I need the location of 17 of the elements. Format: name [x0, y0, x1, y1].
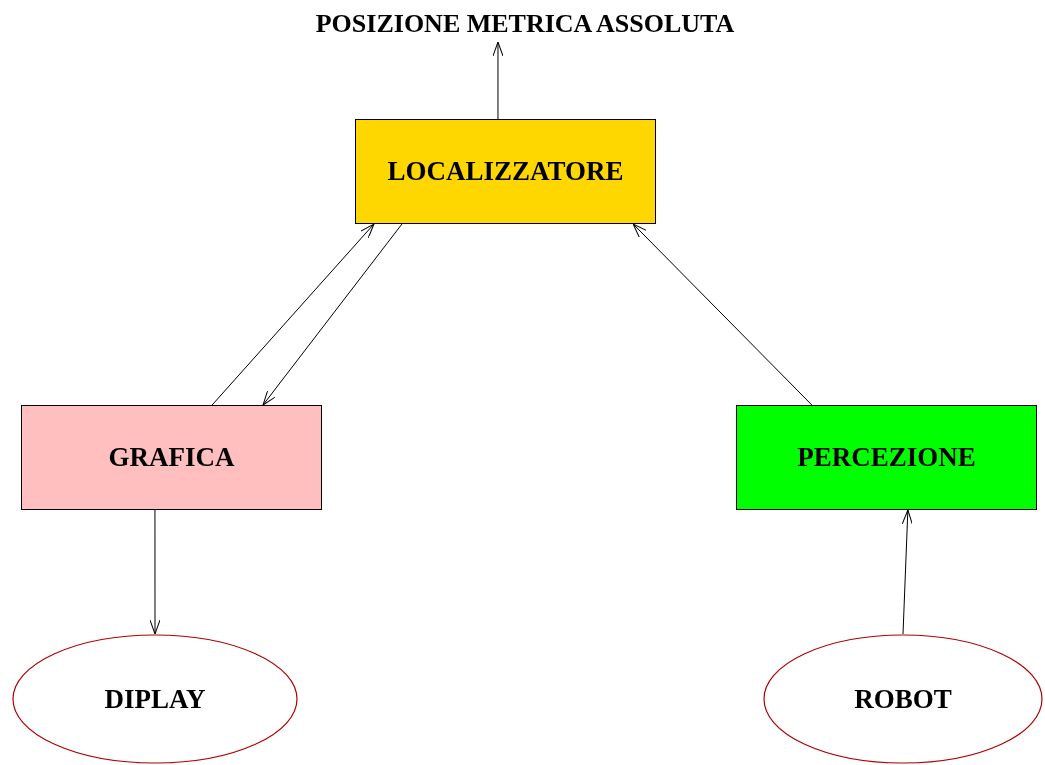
- process-box: [736, 405, 1037, 510]
- process-box: [355, 119, 656, 224]
- arrow: [211, 223, 375, 406]
- arrow: [262, 223, 403, 406]
- node-label: LOCALIZZATORE: [387, 156, 624, 187]
- output-label: POSIZIONE METRICA ASSOLUTA: [315, 9, 735, 39]
- node-label: ROBOT: [854, 683, 952, 715]
- terminal-ellipse: [763, 634, 1043, 764]
- arrow: [901, 509, 913, 635]
- arrow: [492, 41, 504, 120]
- arrow: [632, 223, 813, 406]
- arrow: [149, 509, 161, 635]
- terminal-ellipse: [12, 634, 298, 764]
- node-label: GRAFICA: [108, 442, 235, 473]
- process-box: [21, 405, 322, 510]
- node-label: DIPLAY: [104, 683, 206, 715]
- node-label: PERCEZIONE: [797, 442, 976, 473]
